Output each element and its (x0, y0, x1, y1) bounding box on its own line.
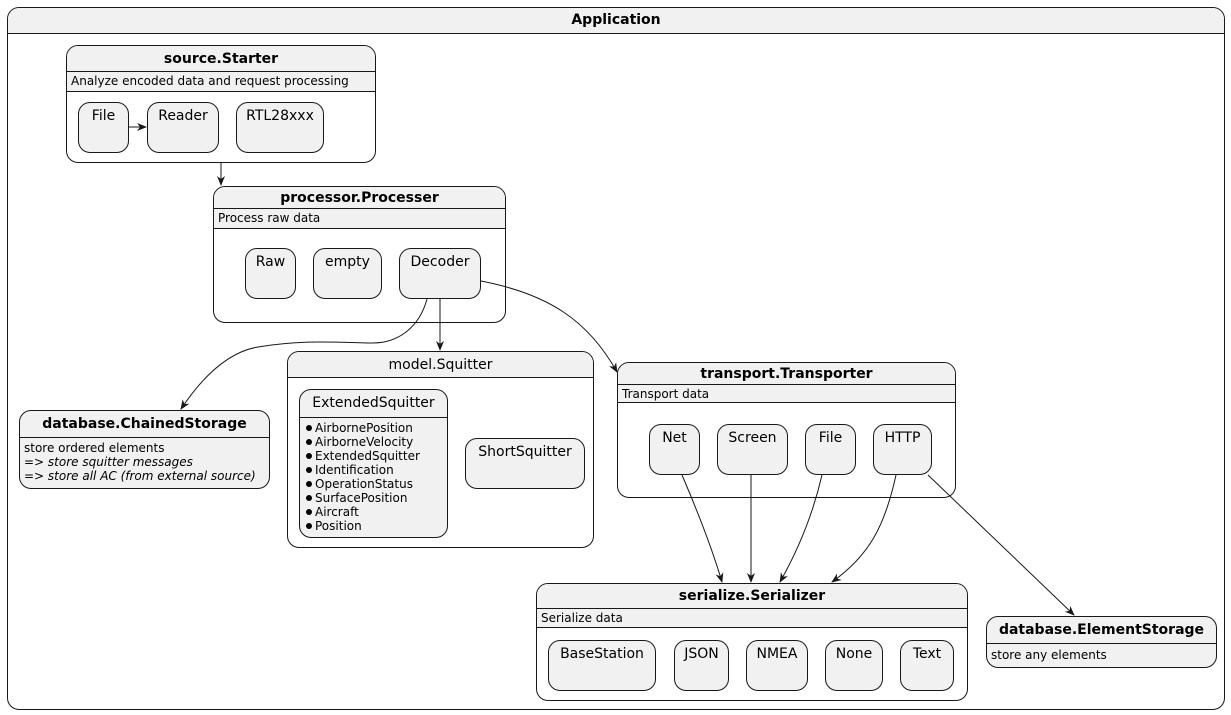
state-extended-squitter[interactable]: ExtendedSquitter AirbornePosition Airbor… (299, 389, 448, 538)
edge-decoder-to-transporter (480, 280, 618, 373)
list-item: Identification (306, 463, 420, 477)
list-item: SurfacePosition (306, 491, 420, 505)
list-item: Position (306, 519, 420, 533)
processor-description: Process raw data (214, 209, 505, 229)
squitter-title: model.Squitter (288, 352, 593, 378)
processor-title: processor.Processer (214, 187, 505, 209)
state-transporter-net[interactable]: Net (649, 424, 700, 475)
list-item: Aircraft (306, 505, 420, 519)
state-serializer-none[interactable]: None (825, 640, 883, 691)
state-serializer-basestation[interactable]: BaseStation (548, 640, 656, 691)
state-short-squitter[interactable]: ShortSquitter (465, 438, 585, 489)
element-storage-title: database.ElementStorage (987, 617, 1216, 644)
state-processor-raw[interactable]: Raw (245, 248, 296, 299)
state-serializer-text[interactable]: Text (900, 640, 954, 691)
state-starter-rtl28xxx[interactable]: RTL28xxx (236, 102, 324, 153)
chained-storage-state[interactable]: database.ChainedStorage store ordered el… (19, 410, 270, 489)
edge-http-to-serializer (831, 474, 897, 583)
state-transporter-http[interactable]: HTTP (873, 424, 932, 475)
state-transporter-screen[interactable]: Screen (717, 424, 788, 475)
element-storage-description: store any elements (991, 648, 1107, 662)
list-item: ExtendedSquitter (306, 449, 420, 463)
transporter-description: Transport data (618, 385, 955, 403)
state-starter-file[interactable]: File (78, 102, 129, 153)
starter-description: Analyze encoded data and request process… (67, 72, 375, 92)
edge-file-to-serializer (779, 474, 823, 583)
state-serializer-json[interactable]: JSON (674, 640, 729, 691)
edge-decoder-to-chainedstorage (180, 298, 428, 410)
serializer-title: serialize.Serializer (537, 584, 967, 609)
application-title: Application (8, 8, 1224, 34)
list-item: AirbornePosition (306, 421, 420, 435)
state-processor-decoder[interactable]: Decoder (399, 248, 481, 299)
element-storage-state[interactable]: database.ElementStorage store any elemen… (986, 616, 1217, 668)
state-transporter-file[interactable]: File (805, 424, 856, 475)
state-serializer-nmea[interactable]: NMEA (746, 640, 808, 691)
transporter-title: transport.Transporter (618, 363, 955, 385)
edge-net-to-serializer (681, 474, 724, 583)
chained-storage-notes: store ordered elements => store squitter… (24, 441, 256, 483)
chained-storage-title: database.ChainedStorage (20, 411, 269, 438)
list-item: OperationStatus (306, 477, 420, 491)
state-starter-reader[interactable]: Reader (147, 102, 219, 153)
edge-http-to-elementstorage (927, 474, 1075, 616)
serializer-description: Serialize data (537, 609, 967, 628)
list-item: AirborneVelocity (306, 435, 420, 449)
state-processor-empty[interactable]: empty (313, 248, 382, 299)
extended-squitter-list: AirbornePosition AirborneVelocity Extend… (306, 421, 420, 533)
starter-title: source.Starter (67, 46, 375, 72)
